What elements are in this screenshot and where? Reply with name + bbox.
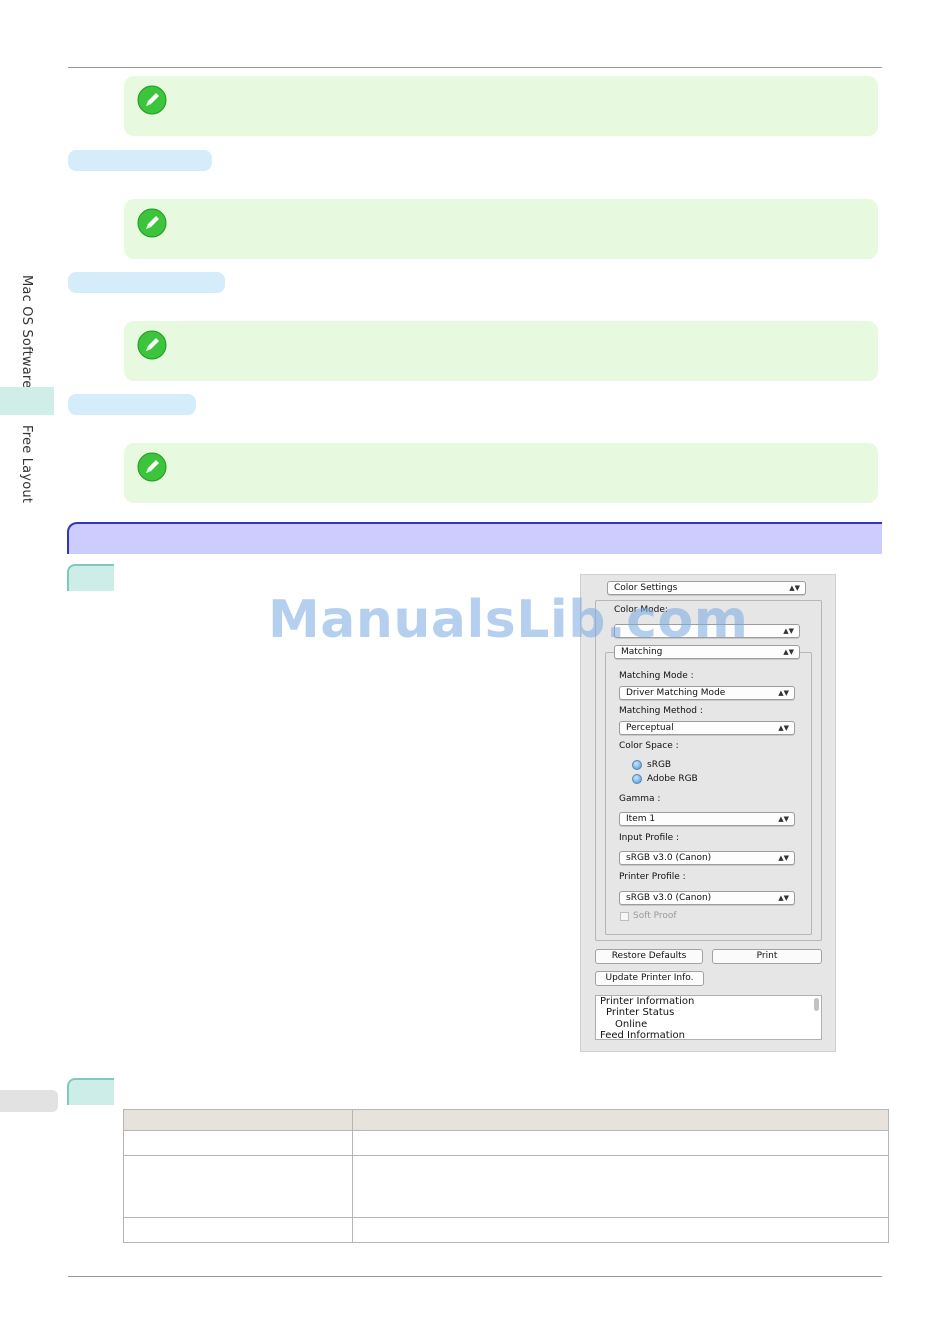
gamma-value: Item 1 — [626, 814, 656, 824]
matching-method-label: Matching Method : — [619, 706, 703, 716]
gamma-label: Gamma : — [619, 794, 661, 804]
note-box-4 — [124, 443, 878, 503]
color-mode-label: Color Mode: — [614, 605, 668, 615]
matching-method-popup[interactable]: Perceptual ▲▼ — [619, 721, 795, 735]
info-scrollbar[interactable] — [814, 998, 819, 1011]
matching-tab-label: Matching — [621, 647, 663, 657]
table-header-cell — [123, 1109, 353, 1131]
note-box-2 — [124, 199, 878, 259]
printer-info-line: Printer Information — [600, 996, 695, 1007]
matching-method-value: Perceptual — [626, 723, 674, 733]
adobe-rgb-radio[interactable] — [632, 774, 642, 784]
section-heading-bar — [67, 522, 882, 554]
subheading-bar-3 — [68, 394, 196, 415]
table-cell — [123, 1217, 353, 1243]
note-box-1 — [124, 76, 878, 136]
printer-info-line: Printer Status — [606, 1007, 675, 1018]
color-settings-group — [595, 600, 822, 941]
matching-mode-label: Matching Mode : — [619, 671, 694, 681]
update-printer-info-button[interactable]: Update Printer Info. — [595, 971, 704, 986]
popup-arrows-icon: ▲▼ — [778, 854, 789, 862]
input-profile-popup[interactable]: sRGB v3.0 (Canon) ▲▼ — [619, 851, 795, 865]
print-button[interactable]: Print — [712, 949, 822, 964]
pencil-note-icon — [137, 208, 167, 238]
popup-arrows-icon: ▲▼ — [778, 724, 789, 732]
printer-info-list[interactable]: Printer Information Printer Status Onlin… — [595, 995, 822, 1040]
adobe-rgb-radio-label: Adobe RGB — [647, 774, 698, 784]
color-settings-dialog: Color Settings ▲▼ Color Mode: ▲▼ Matchin… — [580, 574, 836, 1052]
input-profile-label: Input Profile : — [619, 833, 680, 843]
printer-profile-label: Printer Profile : — [619, 872, 686, 882]
printer-profile-value: sRGB v3.0 (Canon) — [626, 893, 712, 903]
printer-info-line: Online — [615, 1019, 648, 1030]
watermark-text: ManualsLib.com — [268, 590, 749, 650]
table-header-row — [123, 1109, 889, 1131]
restore-defaults-button[interactable]: Restore Defaults — [595, 949, 703, 964]
pencil-note-icon — [137, 452, 167, 482]
soft-proof-checkbox[interactable] — [620, 912, 629, 921]
table-cell — [123, 1130, 353, 1156]
color-settings-popup[interactable]: Color Settings ▲▼ — [607, 581, 806, 595]
popup-arrows-icon: ▲▼ — [783, 648, 794, 656]
bottom-rule — [68, 1276, 882, 1277]
side-active-tab — [0, 387, 54, 415]
srgb-radio-label: sRGB — [647, 760, 672, 770]
step-tab-1 — [67, 564, 114, 591]
printer-profile-popup[interactable]: sRGB v3.0 (Canon) ▲▼ — [619, 891, 795, 905]
top-rule — [68, 67, 882, 68]
pencil-note-icon — [137, 330, 167, 360]
printer-info-line: Feed Information — [600, 1030, 685, 1040]
popup-arrows-icon: ▲▼ — [778, 689, 789, 697]
note-box-3 — [124, 321, 878, 381]
color-settings-popup-label: Color Settings — [614, 583, 678, 593]
table-row — [123, 1155, 889, 1218]
gamma-popup[interactable]: Item 1 ▲▼ — [619, 812, 795, 826]
srgb-radio[interactable] — [632, 760, 642, 770]
matching-mode-popup[interactable]: Driver Matching Mode ▲▼ — [619, 686, 795, 700]
table-cell — [123, 1155, 353, 1218]
table-cell — [352, 1217, 889, 1243]
table-cell — [352, 1130, 889, 1156]
side-tab-bottom — [0, 1090, 58, 1112]
side-section-label: Mac OS Software — [19, 275, 34, 389]
soft-proof-label: Soft Proof — [633, 911, 677, 921]
settings-table — [123, 1109, 889, 1243]
popup-arrows-icon: ▲▼ — [789, 584, 800, 592]
input-profile-value: sRGB v3.0 (Canon) — [626, 853, 712, 863]
pencil-note-icon — [137, 85, 167, 115]
step-tab-2 — [67, 1078, 114, 1105]
color-space-label: Color Space : — [619, 741, 679, 751]
color-mode-popup[interactable]: ▲▼ — [614, 624, 800, 638]
popup-arrows-icon: ▲▼ — [778, 815, 789, 823]
table-row — [123, 1130, 889, 1156]
matching-tab-popup[interactable]: Matching ▲▼ — [614, 645, 800, 659]
popup-arrows-icon: ▲▼ — [783, 627, 794, 635]
popup-arrows-icon: ▲▼ — [778, 894, 789, 902]
table-cell — [352, 1155, 889, 1218]
subheading-bar-2 — [68, 272, 225, 293]
side-topic-label: Free Layout — [19, 425, 34, 504]
table-header-cell — [352, 1109, 889, 1131]
matching-mode-value: Driver Matching Mode — [626, 688, 726, 698]
table-row — [123, 1217, 889, 1243]
subheading-bar-1 — [68, 150, 212, 171]
